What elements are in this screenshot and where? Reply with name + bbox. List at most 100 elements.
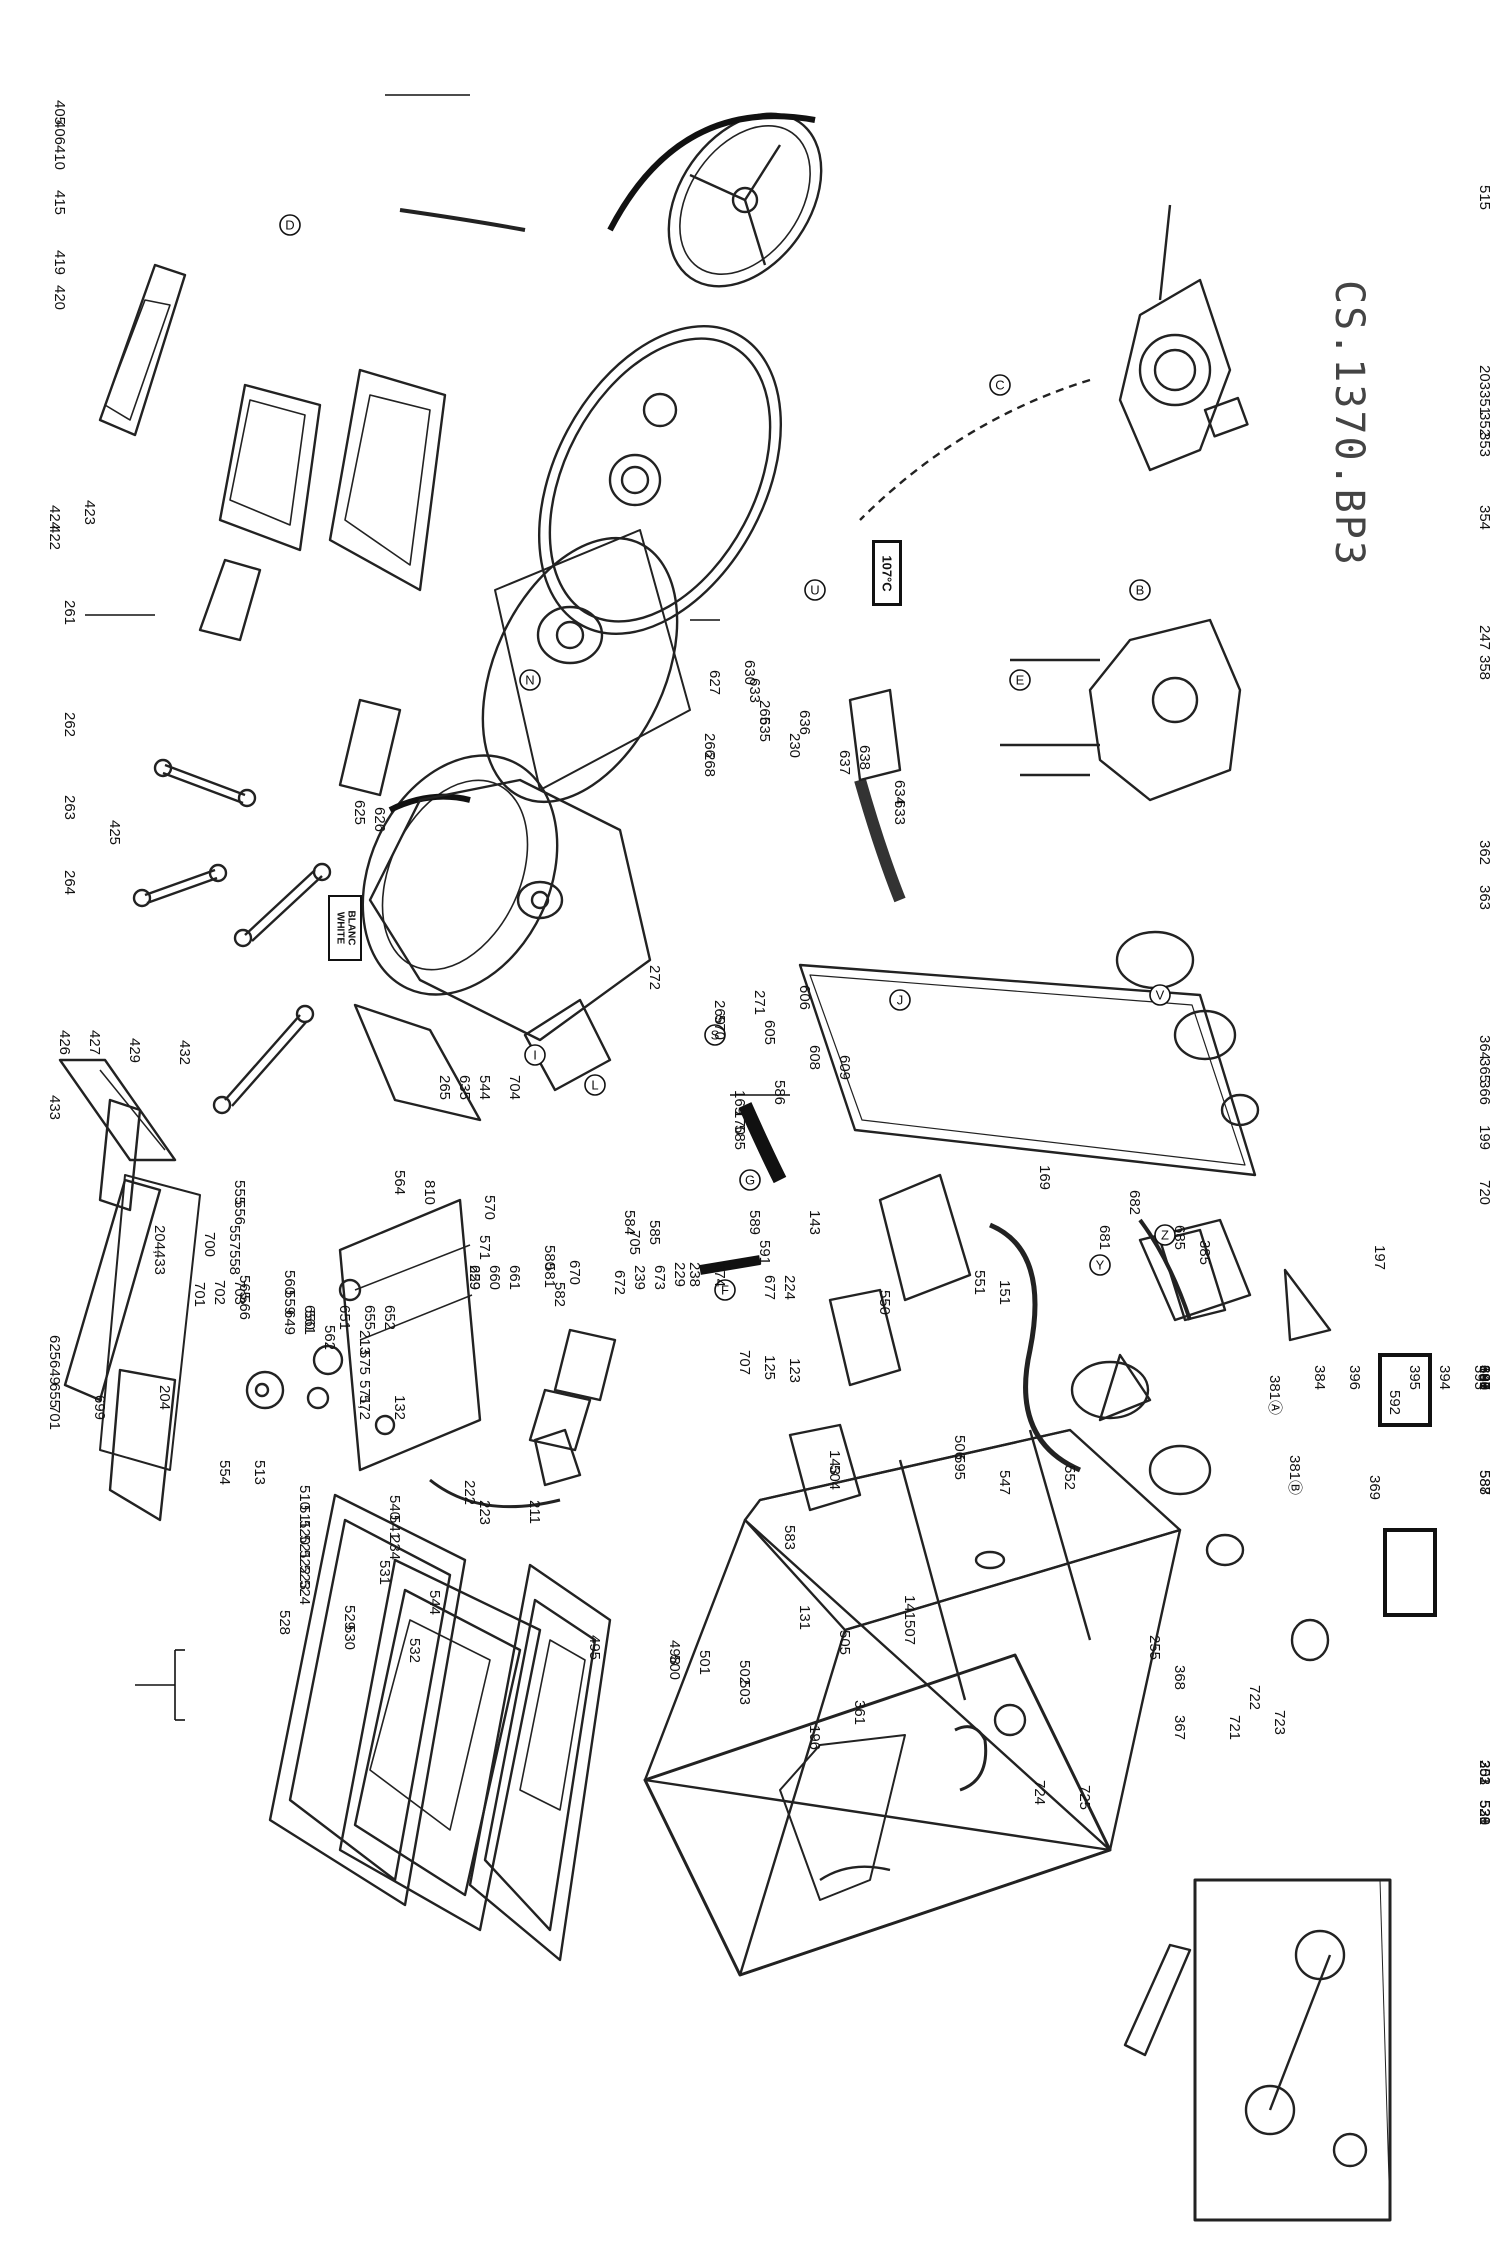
part-label-531b: 531 [376,1560,393,1585]
part-label-415: 415 [51,190,68,215]
part-label-425: 425 [106,820,123,845]
part-label-655b: 655 [361,1305,378,1330]
part-label-699: 699 [91,1395,108,1420]
part-label-203: 203 [1476,365,1493,390]
part-label-554: 554 [216,1460,233,1485]
part-label-587: 587 [1476,1470,1493,1495]
part-label-151: 151 [996,1280,1013,1305]
part-label-544a: 544 [476,1075,493,1100]
part-label-672: 672 [611,1270,628,1295]
callout-letter-L: L [591,1078,598,1093]
part-label-223: 223 [476,1500,493,1525]
callout-letter-Z: Z [1161,1228,1169,1243]
callout-circle-C [989,374,1011,396]
part-label-649b: 649 [281,1310,298,1335]
part-label-504: 504 [826,1465,843,1490]
part-label-626: 626 [371,807,388,832]
part-label-394: 394 [1436,1365,1453,1390]
hoses-drawing [399,208,1081,1509]
callout-circle-F [714,1279,736,1301]
part-label-705: 705 [626,1230,643,1255]
part-label-701a: 701 [46,1405,63,1430]
part-label-558: 558 [226,1250,243,1275]
part-label-560: 560 [281,1270,298,1295]
shock-absorbers-drawing [132,758,332,1115]
part-label-423: 423 [81,500,98,525]
part-label-566: 566 [236,1295,253,1320]
part-label-410: 410 [51,145,68,170]
part-number-label-group: 5152033513523533542473583623633643653661… [46,100,1493,1825]
part-label-651: 651 [336,1305,353,1330]
part-label-581: 581 [541,1263,558,1288]
part-label-661: 661 [506,1265,523,1290]
group-515-item-0: 203 [1476,1760,1493,1785]
back-panel-drawing [798,963,1257,1177]
part-label-391: 391 [1476,1365,1493,1390]
part-label-584: 584 [621,1210,638,1235]
part-label-389: 389 [1476,1365,1493,1390]
inset-frame-592 [1378,1353,1432,1427]
part-label-498: 498 [666,1640,683,1665]
part-label-366: 366 [1476,1080,1493,1105]
part-label-255: 255 [1146,1635,1163,1660]
part-label-265a: 265 [436,1075,453,1100]
part-label-608: 608 [806,1045,823,1070]
callout-circle-I [524,1044,546,1066]
part-label-385: 385 [1196,1240,1213,1265]
callout-letter-B: B [1136,583,1145,598]
part-label-635b: 635 [756,717,773,742]
part-label-701b: 701 [191,1282,208,1307]
part-label-707: 707 [736,1350,753,1375]
part-label-266: 266 [701,733,718,758]
part-label-562: 562 [321,1325,338,1350]
callout-circle-D [279,214,301,236]
base-plinth-drawing [1123,1878,1392,2222]
part-label-196: 196 [806,1725,823,1750]
color-label-en: WHITE [334,911,345,945]
part-label-199: 199 [1476,1125,1493,1150]
part-label-571b: 571, [356,1380,373,1409]
part-label-132: 132 [391,1395,408,1420]
part-label-143a: 143 [826,1450,843,1475]
part-label-393: 393 [1471,1365,1488,1390]
part-label-238: 238 [686,1262,703,1287]
group-515-item-2: 351 [1476,1760,1493,1785]
part-label-505: 505 [836,1630,853,1655]
group-515-item-3: 529 [1476,1800,1493,1825]
part-label-101: 101 [1476,1365,1493,1390]
part-label-229a: 229 [671,1262,688,1287]
part-label-143b: 143 [806,1210,823,1235]
callout-circle-J [889,989,911,1011]
callout-circle-G [739,1169,761,1191]
part-label-368: 368 [1171,1665,1188,1690]
part-label-635a: 635 [456,1075,473,1100]
part-label-649: 649 [46,1360,63,1385]
part-label-682: 682 [1126,1190,1143,1215]
part-label-433b: 433 [151,1250,168,1275]
color-label-fr: BLANC [345,910,356,946]
part-label-551: 551 [971,1270,988,1295]
part-label-353: 353 [1476,432,1493,457]
part-label-532: 532 [406,1638,423,1663]
part-label-500: 500 [666,1655,683,1680]
part-label-681b: 681 [1476,1365,1493,1390]
part-label-721: 721 [1226,1715,1243,1740]
part-label-131: 131 [796,1605,813,1630]
part-label-515: 515 [1476,185,1493,210]
callout-circle-B [1129,579,1151,601]
part-label-351: 351 [1476,390,1493,415]
part-label-638: 638 [856,745,873,770]
part-label-524: 524 [296,1580,313,1605]
counterweight-drawing [1000,618,1242,802]
part-label-507: 507 [901,1620,918,1645]
part-label-559: 559 [281,1290,298,1315]
group-515-item-5: 530 [1476,1800,1493,1825]
part-label-123: 123 [786,1358,803,1383]
part-label-229b: 229 [466,1265,483,1290]
drawing-code: CS.1370.BP3 [1326,280,1372,567]
part-label-169a: 169 [731,1090,748,1115]
part-label-673: 673 [651,1265,668,1290]
part-label-395: 395 [1406,1365,1423,1390]
